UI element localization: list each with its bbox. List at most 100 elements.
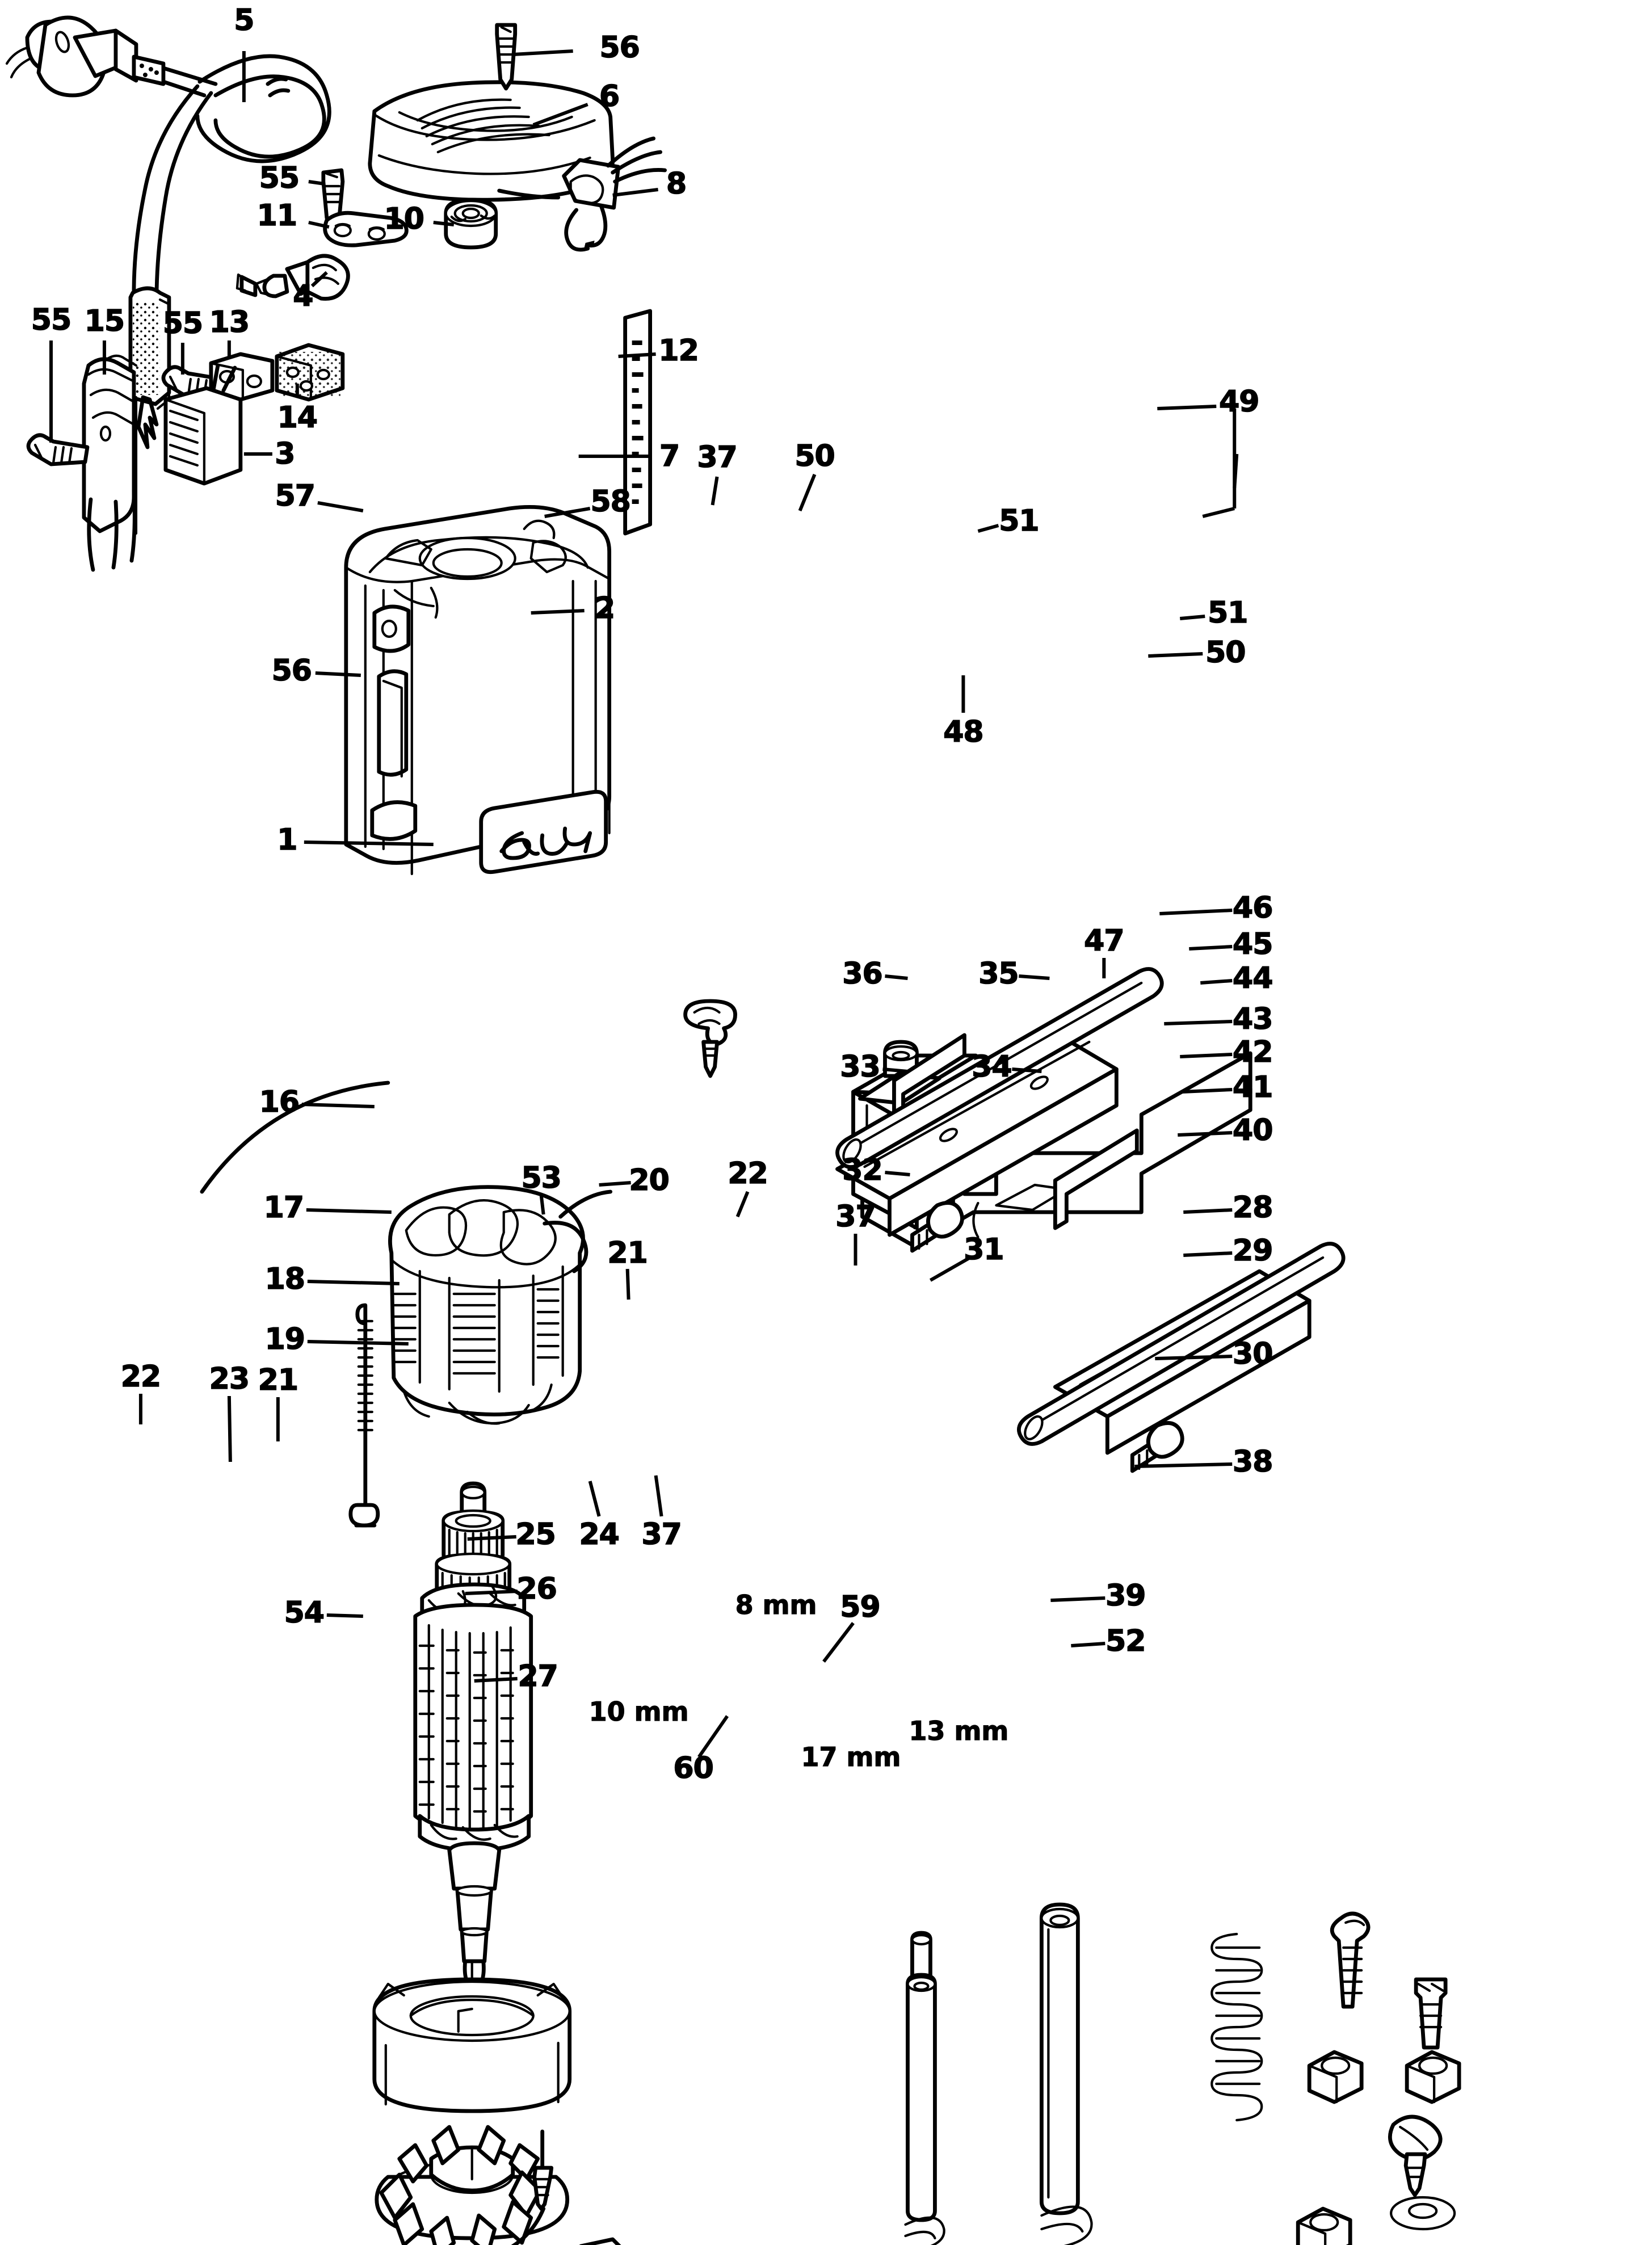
callout-label-39: 39 xyxy=(1105,1579,1146,1613)
callout-label-13: 13 xyxy=(209,305,250,339)
callout-label-43: 43 xyxy=(1232,1002,1273,1036)
callout-label-35: 35 xyxy=(978,957,1019,991)
callout-label-38: 38 xyxy=(1232,1445,1273,1479)
leader-51a xyxy=(977,524,999,533)
leader-42 xyxy=(1180,1053,1233,1058)
part-44-nut-b xyxy=(1405,2050,1461,2104)
callout-label-60: 60 xyxy=(673,1751,714,1785)
part-20-depth-rod xyxy=(579,2237,621,2245)
leader-56a xyxy=(512,49,573,56)
part-55-screw-a xyxy=(321,168,345,226)
callout-label-2: 2 xyxy=(594,591,616,625)
part-11-clamp xyxy=(323,211,409,247)
part-35-column-rod xyxy=(1039,1902,1080,2215)
leader-60 xyxy=(697,1715,729,1758)
leader-31 xyxy=(929,1256,971,1282)
part-51-screw-b xyxy=(1130,1421,1184,1473)
callout-label-32: 32 xyxy=(842,1153,883,1187)
leader-28 xyxy=(1183,1208,1233,1214)
callout-label-8mm: 8 mm xyxy=(735,1590,817,1620)
leader-21a xyxy=(625,1268,630,1300)
leader-33 xyxy=(882,1067,908,1073)
part-9-cord-protector xyxy=(128,286,171,449)
callout-label-52: 52 xyxy=(1105,1624,1146,1658)
leader-37b xyxy=(654,1475,663,1517)
leader-25 xyxy=(467,1535,516,1541)
leader-58 xyxy=(544,507,591,518)
part-46-screw xyxy=(1330,1911,1371,2009)
callout-label-17mm: 17 mm xyxy=(801,1742,901,1772)
part-49-guide-rod-b xyxy=(1017,1242,1346,1446)
callout-label-54: 54 xyxy=(284,1596,325,1630)
callout-label-53: 53 xyxy=(521,1161,562,1195)
part-14-suppressor-block xyxy=(275,343,345,402)
callout-label-36: 36 xyxy=(842,957,883,991)
leader-39 xyxy=(1050,1596,1105,1602)
callout-label-49: 49 xyxy=(1218,385,1260,419)
callout-label-5: 5 xyxy=(233,3,255,37)
leader-23 xyxy=(227,1395,232,1462)
part-50-fence-face-a xyxy=(835,1037,1119,1237)
leader-4 xyxy=(310,271,328,288)
part-10-bearing xyxy=(444,197,498,250)
leader-34 xyxy=(1012,1067,1042,1073)
part-33-rod xyxy=(906,1973,937,2222)
leader-24 xyxy=(588,1481,601,1517)
leader-59 xyxy=(822,1622,855,1663)
leader-51b xyxy=(1180,615,1205,620)
callout-label-22b: 22 xyxy=(120,1360,162,1394)
part-2-field-stator xyxy=(200,1081,613,1425)
callout-label-11: 11 xyxy=(257,199,298,233)
callout-label-26: 26 xyxy=(516,1572,558,1606)
leader-40 xyxy=(1178,1131,1233,1137)
part-53-screw xyxy=(511,2129,554,2245)
callout-label-41: 41 xyxy=(1232,1070,1273,1104)
part-1-armature xyxy=(413,1481,533,1993)
leader-30 xyxy=(1155,1355,1233,1360)
leader-49-branch-2 xyxy=(1202,507,1235,518)
leader-56b xyxy=(315,671,361,677)
callout-label-4: 4 xyxy=(292,279,314,313)
part-8-wiring-harness xyxy=(497,136,667,252)
part-7-motor-housing xyxy=(344,505,612,876)
leader-18 xyxy=(307,1280,400,1285)
callout-label-51b: 51 xyxy=(1207,596,1249,630)
callout-label-21a: 21 xyxy=(607,1236,649,1270)
leader-16 xyxy=(301,1103,375,1108)
part-42-washer xyxy=(1390,2196,1456,2231)
callout-label-40: 40 xyxy=(1232,1113,1273,1147)
leader-6 xyxy=(532,103,589,127)
leader-55a xyxy=(308,180,325,186)
part-43-screw xyxy=(1388,2114,1443,2197)
callout-label-14: 14 xyxy=(277,401,318,435)
callout-label-51a: 51 xyxy=(998,504,1040,538)
leader-50b xyxy=(1148,652,1203,658)
callout-label-1: 1 xyxy=(276,823,298,857)
leader-46 xyxy=(1159,909,1233,915)
callout-label-10: 10 xyxy=(384,202,425,236)
leader-17 xyxy=(306,1208,392,1214)
leader-2 xyxy=(531,609,585,615)
callout-label-10mm: 10 mm xyxy=(589,1696,689,1727)
callout-label-42: 42 xyxy=(1232,1035,1273,1069)
callout-label-48: 48 xyxy=(943,715,984,749)
callout-label-55b: 55 xyxy=(31,303,72,337)
leader-20 xyxy=(599,1181,631,1187)
callout-label-8: 8 xyxy=(666,167,687,201)
elu-logo-plate xyxy=(479,789,608,875)
part-47-spring xyxy=(1210,1932,1263,2122)
leader-11 xyxy=(308,221,330,229)
callout-label-57: 57 xyxy=(275,479,316,513)
callout-label-17: 17 xyxy=(263,1191,305,1225)
leader-53 xyxy=(539,1195,545,1215)
leader-27 xyxy=(474,1677,518,1683)
part-12-label-strip xyxy=(623,309,653,536)
leader-41 xyxy=(1182,1088,1233,1094)
callout-label-47: 47 xyxy=(1083,924,1125,958)
callout-label-33: 33 xyxy=(839,1050,881,1084)
part-17-fan xyxy=(375,2125,570,2245)
callout-label-55a: 55 xyxy=(259,161,300,195)
